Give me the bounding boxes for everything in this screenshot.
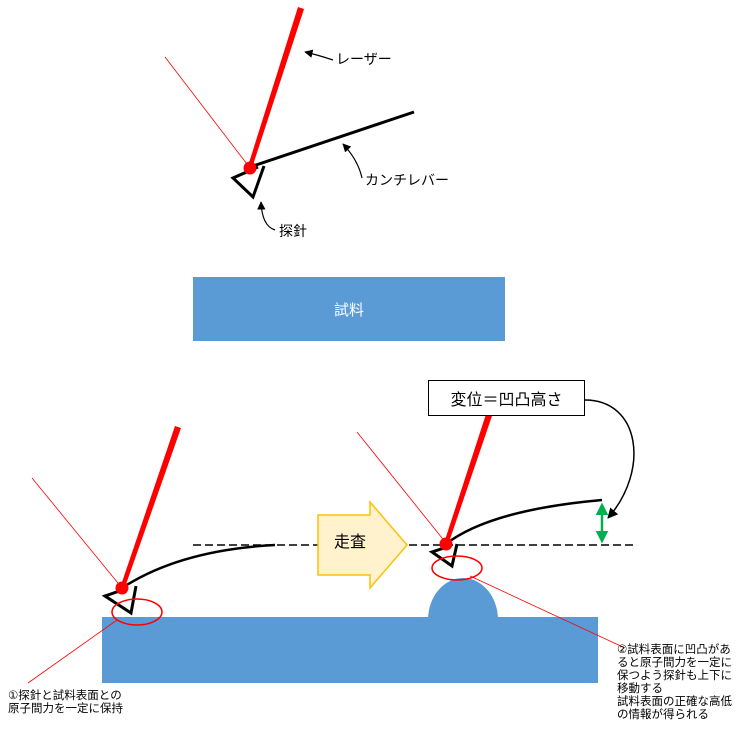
- bottom-left-setup: [27, 426, 635, 684]
- right-laser-spot: [439, 537, 453, 551]
- laser-label: レーザー: [336, 52, 392, 68]
- right-cantilever: [445, 498, 603, 545]
- top-reflected-laser: [164, 56, 251, 169]
- bottom-right-setup: [356, 399, 635, 649]
- bottom-sample-surface: [102, 617, 598, 683]
- right-note-line: 移動する: [617, 681, 663, 695]
- cantilever-label: カンチレバー: [365, 173, 449, 189]
- cantilever-pointer-arrow: [342, 143, 363, 179]
- displacement-callout-arrow: [584, 399, 635, 519]
- probe-pointer-arrow: [257, 201, 276, 231]
- left-reflected-laser: [31, 477, 123, 589]
- left-note-pointer: [27, 619, 118, 684]
- right-note-line: ②試料表面に凹凸があ: [617, 642, 731, 656]
- top-laser-spot: [243, 161, 257, 175]
- left-note: ①探針と試料表面との 原子間力を一定に保持: [8, 689, 123, 715]
- right-laser-beam: [444, 408, 494, 545]
- left-cantilever: [121, 543, 276, 590]
- left-laser-beam: [120, 426, 181, 590]
- sample-label: 試料: [333, 300, 364, 319]
- displacement-label: 変位＝凹凸高さ: [450, 390, 563, 409]
- top-cantilever: [249, 110, 415, 169]
- top-laser-beam: [248, 7, 304, 168]
- right-note-line: 保つよう探針も上下に: [617, 668, 732, 682]
- scan-arrow: [317, 499, 408, 591]
- right-note-line: の情報が得られる: [617, 707, 709, 721]
- displacement-label-box: 変位＝凹凸高さ: [428, 380, 585, 416]
- sample-bump: [428, 578, 498, 620]
- right-note-line: ると原子間力を一定に: [617, 655, 732, 669]
- left-contact-ellipse: [111, 598, 163, 626]
- top-sample-block: [193, 277, 505, 341]
- left-note-line: ①探針と試料表面との: [8, 688, 122, 702]
- right-contact-ellipse: [431, 555, 483, 581]
- top-setup: [164, 7, 505, 341]
- right-note: ②試料表面に凹凸があ ると原子間力を一定に 保つよう探針も上下に 移動する 試料…: [617, 643, 732, 721]
- left-laser-spot: [115, 581, 129, 595]
- left-note-line: 原子間力を一定に保持: [8, 701, 123, 715]
- probe-label: 探針: [279, 224, 307, 240]
- right-note-pointer: [469, 575, 626, 649]
- right-note-line: 試料表面の正確な高低: [617, 694, 732, 708]
- laser-pointer-arrow: [304, 49, 334, 61]
- scan-label: 走査: [333, 532, 366, 551]
- right-reflected-laser: [356, 431, 447, 544]
